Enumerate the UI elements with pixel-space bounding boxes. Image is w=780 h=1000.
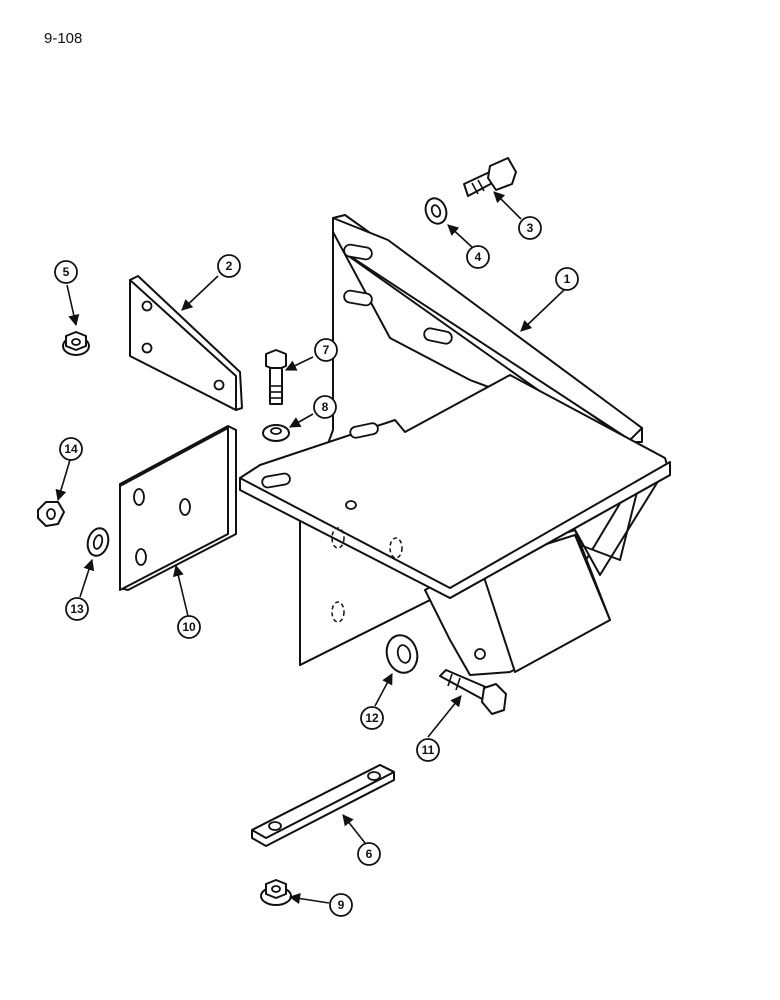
callout-4: 4: [466, 245, 490, 269]
svg-text:4: 4: [475, 250, 482, 264]
leader-5: [66, 284, 80, 327]
leader-14: [55, 459, 71, 502]
callout-9: 9: [329, 893, 353, 917]
svg-text:2: 2: [226, 259, 233, 273]
leader-11: [427, 695, 462, 738]
callout-1: 1: [555, 267, 579, 291]
callout-11: 11: [416, 738, 440, 762]
leader-8: [289, 413, 314, 428]
bolt-part-3: [463, 157, 517, 197]
leader-13: [79, 558, 95, 598]
svg-text:3: 3: [527, 221, 534, 235]
bolt-part-7: [265, 349, 287, 405]
leader-6: [342, 814, 366, 844]
triangular-plate-part-2: [129, 275, 243, 411]
callout-3: 3: [518, 216, 542, 240]
callout-8: 8: [313, 395, 337, 419]
flange-nut-part-5: [62, 331, 90, 356]
washer-part-4: [424, 197, 448, 225]
leader-9: [288, 892, 330, 905]
callout-5: 5: [54, 260, 78, 284]
callout-2: 2: [217, 254, 241, 278]
callout-6: 6: [357, 842, 381, 866]
callout-7: 7: [314, 338, 338, 362]
callout-14: 14: [59, 437, 83, 461]
leader-7: [284, 356, 314, 371]
svg-text:6: 6: [366, 847, 373, 861]
svg-text:1: 1: [564, 272, 571, 286]
main-bracket-part-1: [239, 214, 671, 676]
nut-part-14: [37, 501, 65, 527]
leader-1: [520, 289, 565, 332]
leader-4: [447, 224, 474, 249]
leader-12: [374, 673, 393, 707]
leader-2: [181, 275, 219, 311]
flange-nut-part-9: [260, 879, 292, 906]
callout-10: 10: [177, 615, 201, 639]
svg-text:11: 11: [422, 743, 435, 757]
svg-text:8: 8: [322, 400, 329, 414]
svg-text:7: 7: [323, 343, 330, 357]
svg-text:12: 12: [365, 711, 379, 725]
strap-part-6: [251, 764, 395, 847]
svg-text:9: 9: [338, 898, 345, 912]
leader-3: [493, 191, 522, 220]
svg-text:10: 10: [182, 620, 196, 634]
leader-10: [172, 564, 189, 617]
svg-text:5: 5: [63, 265, 70, 279]
washer-part-13: [86, 527, 110, 557]
svg-text:13: 13: [70, 602, 84, 616]
callout-12: 12: [360, 706, 384, 730]
svg-text:14: 14: [64, 442, 78, 456]
page-number: 9-108: [44, 30, 83, 47]
callout-13: 13: [65, 597, 89, 621]
washer-part-8: [262, 424, 290, 442]
bolt-part-11: [439, 669, 507, 715]
washer-part-12: [385, 634, 419, 674]
square-plate-part-10: [119, 425, 237, 591]
